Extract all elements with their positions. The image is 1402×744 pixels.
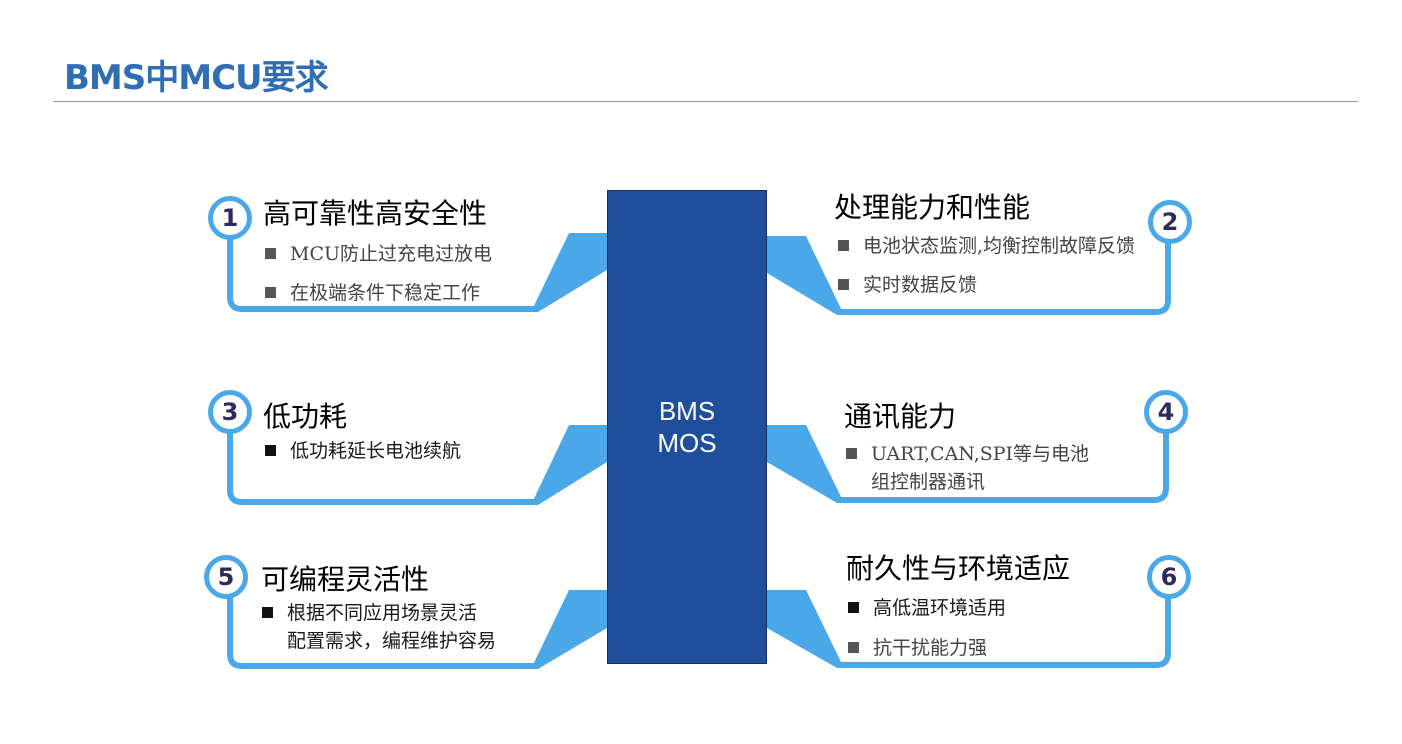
- bullet-item: 高低温环境适用: [848, 594, 1006, 622]
- title-divider: [53, 101, 1358, 102]
- heading-durability: 耐久性与环境适应: [846, 552, 1071, 585]
- badge-1: 1: [208, 196, 252, 240]
- heading-reliability: 高可靠性高安全性: [263, 197, 488, 230]
- bullet-item: MCU防止过充电过放电: [265, 240, 492, 268]
- bullet-square-icon: [265, 287, 276, 298]
- connector-4: [840, 432, 1169, 503]
- bullet-square-icon: [265, 445, 276, 456]
- bullet-square-icon: [262, 607, 273, 618]
- bullet-item: UART,CAN,SPI等与电池组控制器通讯: [846, 440, 1089, 496]
- connector-2: [840, 242, 1171, 315]
- connector-5: [227, 596, 535, 669]
- bullet-square-icon: [846, 448, 857, 459]
- bullet-square-icon: [848, 602, 859, 613]
- wedge-2: [767, 236, 844, 315]
- center-label-line1: BMS: [658, 396, 716, 426]
- bullet-item: 电池状态监测,均衡控制故障反馈: [838, 232, 1135, 260]
- badge-3: 3: [208, 390, 252, 434]
- heading-performance: 处理能力和性能: [834, 191, 1031, 224]
- badge-6: 6: [1147, 555, 1191, 599]
- connector-1: [227, 238, 535, 312]
- bullet-item: 抗干扰能力强: [848, 634, 987, 662]
- connector-6: [840, 596, 1171, 668]
- bullet-item: 根据不同应用场景灵活配置需求，编程维护容易: [262, 599, 496, 655]
- bullet-square-icon: [838, 279, 849, 290]
- bullet-item: 低功耗延长电池续航: [265, 437, 461, 465]
- wedge-5: [531, 590, 607, 669]
- wedge-3: [531, 425, 607, 505]
- wedge-4: [767, 425, 844, 503]
- wedge-6: [767, 590, 844, 668]
- bullet-item: 实时数据反馈: [838, 271, 977, 299]
- bullet-item: 在极端条件下稳定工作: [265, 279, 480, 307]
- center-label-line2: MOS: [657, 428, 717, 458]
- badge-4: 4: [1144, 390, 1188, 434]
- page-title: BMS中MCU要求: [64, 58, 329, 98]
- bullet-square-icon: [265, 248, 276, 259]
- bullet-square-icon: [838, 240, 849, 251]
- wedge-1: [531, 233, 607, 312]
- bullet-square-icon: [848, 642, 859, 653]
- bms-mos-block: BMS MOS: [607, 190, 767, 664]
- connector-3: [227, 432, 535, 505]
- heading-programmability: 可编程灵活性: [261, 563, 430, 596]
- heading-communication: 通讯能力: [844, 400, 957, 433]
- badge-2: 2: [1148, 200, 1192, 244]
- badge-5: 5: [204, 555, 248, 599]
- heading-low-power: 低功耗: [263, 400, 348, 433]
